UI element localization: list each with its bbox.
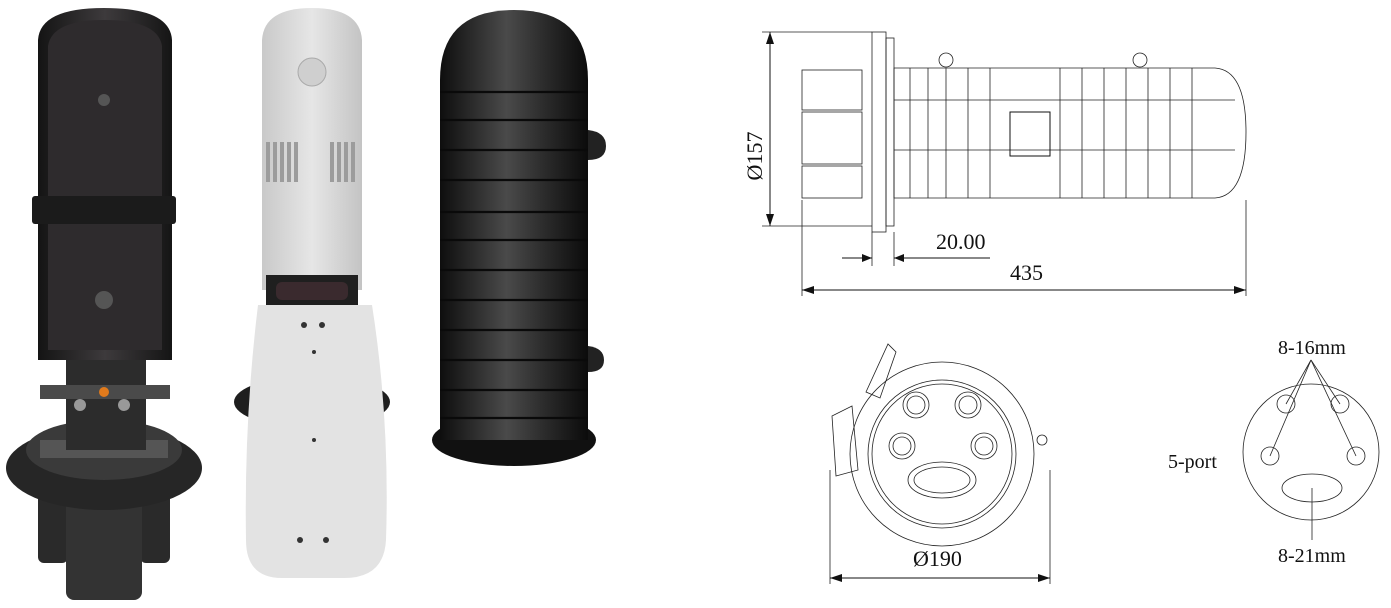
- port-count-label: 5-port: [1168, 451, 1217, 473]
- splice-tray-photo: [234, 8, 390, 578]
- flange-offset-label: 20.00: [936, 229, 986, 254]
- total-length-label: 435: [1010, 260, 1043, 285]
- side-view-drawing: [762, 31, 1247, 296]
- diameter-side-label: Ø157: [742, 132, 767, 181]
- base-view-drawing: [829, 343, 1051, 584]
- small-port-range-label: 8-16mm: [1278, 337, 1346, 359]
- diameter-base-label: Ø190: [913, 546, 962, 571]
- closure-open-dark-photo: [6, 8, 202, 600]
- oval-port-range-label: 8-21mm: [1278, 545, 1346, 567]
- closure-closed-dome-photo: [432, 10, 606, 466]
- port-schematic-drawing: [1242, 359, 1380, 540]
